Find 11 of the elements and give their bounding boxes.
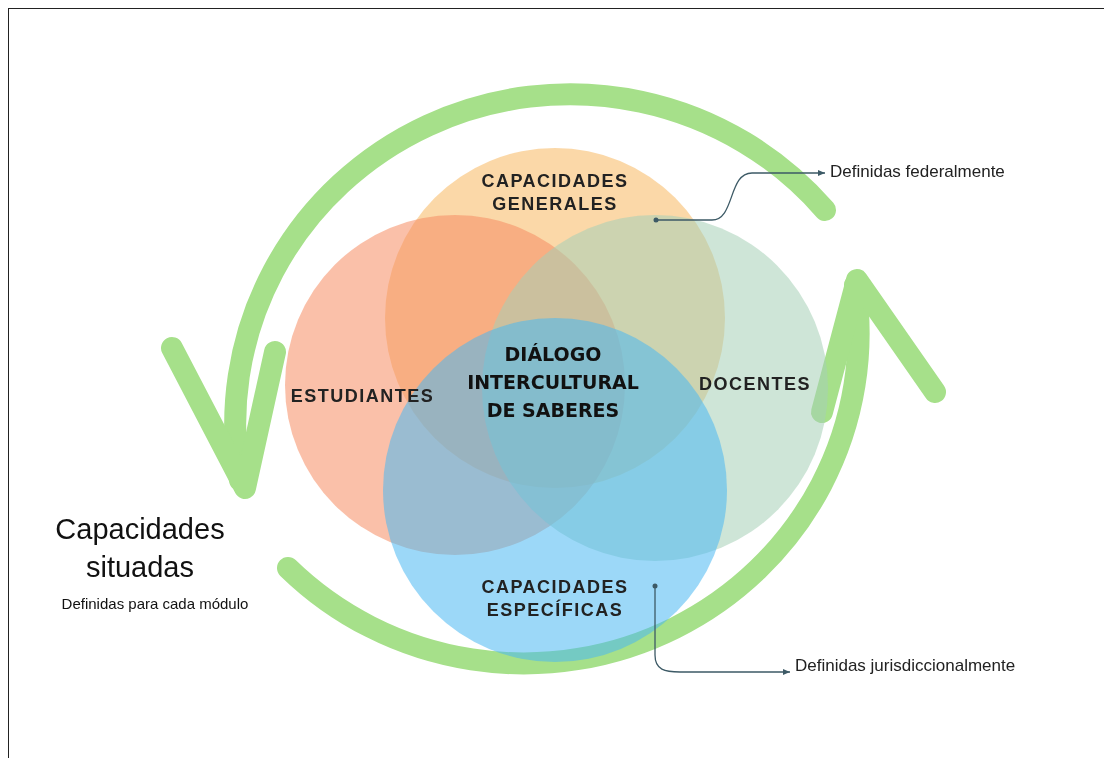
leader-line (652, 583, 791, 675)
circle-label: ESTUDIANTES (289, 385, 436, 408)
center-label: DIÁLOGO INTERCULTURAL DE SABERES (466, 342, 640, 423)
leader-line (653, 170, 826, 223)
annotation-text: Definidas federalmente (830, 162, 1005, 182)
circle-label: CAPACIDADES GENERALES (480, 170, 630, 216)
subheading-text: Definidas para cada módulo (60, 595, 250, 612)
heading-text: Capacidades situadas (54, 512, 226, 585)
circle-label: CAPACIDADES ESPECÍFICAS (480, 576, 630, 622)
annotation-text: Definidas jurisdiccionalmente (795, 656, 1016, 676)
circle-label: DOCENTES (698, 373, 812, 396)
